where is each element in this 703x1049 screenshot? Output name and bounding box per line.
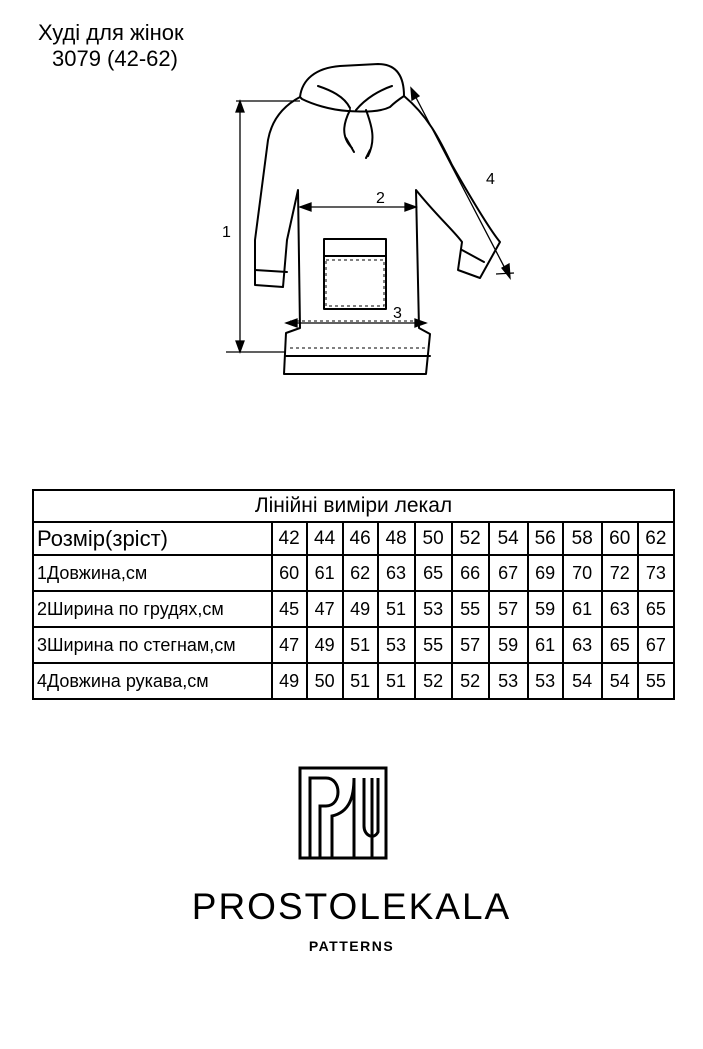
hood-outline [299, 63, 405, 113]
value-cell: 51 [341, 626, 379, 664]
value-cell: 55 [413, 626, 453, 664]
value-cell: 62 [341, 554, 379, 592]
measure-label-4: 4 [486, 171, 495, 188]
brand-tagline: PATTERNS [308, 938, 395, 954]
prostolekala-logo [298, 766, 388, 860]
size-cell: 52 [450, 521, 490, 556]
value-cell: 67 [487, 554, 529, 592]
size-cell: 46 [341, 521, 379, 556]
value-cell: 59 [526, 590, 564, 628]
brand-name: PROSTOLEKALA [191, 886, 512, 927]
hood-inner [317, 85, 393, 111]
table-caption: Лінійні виміри лекал [32, 489, 675, 523]
value-cell: 49 [270, 662, 308, 700]
value-cell: 52 [413, 662, 453, 700]
value-cell: 53 [413, 590, 453, 628]
row-label: 2Ширина по грудях,см [32, 590, 273, 628]
cuff-left [254, 269, 288, 273]
value-cell: 61 [561, 590, 603, 628]
value-cell: 52 [450, 662, 490, 700]
hoodie-sketch: 1 2 3 4 [222, 63, 515, 375]
size-cell: 50 [413, 521, 453, 556]
cuff-right [461, 249, 485, 263]
value-cell: 50 [305, 662, 344, 700]
value-cell: 53 [487, 662, 529, 700]
value-cell: 51 [341, 662, 379, 700]
value-cell: 54 [561, 662, 603, 700]
kangaroo-pocket [323, 238, 387, 310]
value-cell: 65 [413, 554, 453, 592]
body-outline [254, 95, 501, 375]
value-cell: 60 [270, 554, 308, 592]
row-label: 4Довжина рукава,см [32, 662, 273, 700]
value-cell: 51 [376, 662, 416, 700]
measure-label-3: 3 [393, 305, 402, 322]
product-title: Худі для жінок [38, 20, 184, 45]
value-cell: 67 [636, 626, 676, 664]
value-cell: 69 [526, 554, 564, 592]
value-cell: 53 [376, 626, 416, 664]
value-cell: 63 [561, 626, 603, 664]
value-cell: 45 [270, 590, 308, 628]
value-cell: 72 [600, 554, 639, 592]
size-cell: 42 [270, 521, 308, 556]
row-label: 1Довжина,см [32, 554, 273, 592]
value-cell: 65 [600, 626, 639, 664]
measure-label-1: 1 [222, 224, 231, 241]
size-cell: 48 [376, 521, 416, 556]
size-cell: 54 [487, 521, 529, 556]
value-cell: 53 [526, 662, 564, 700]
size-cell: 58 [561, 521, 603, 556]
value-cell: 59 [487, 626, 529, 664]
value-cell: 49 [305, 626, 344, 664]
size-cell: 44 [305, 521, 344, 556]
drawstring-left [343, 109, 355, 153]
value-cell: 65 [636, 590, 676, 628]
value-cell: 55 [450, 590, 490, 628]
value-cell: 54 [600, 662, 639, 700]
value-cell: 61 [526, 626, 564, 664]
value-cell: 57 [487, 590, 529, 628]
size-label: Розмір(зріст) [32, 521, 273, 556]
value-cell: 63 [600, 590, 639, 628]
value-cell: 61 [305, 554, 344, 592]
row-label: 3Ширина по стегнам,см [32, 626, 273, 664]
value-cell: 55 [636, 662, 676, 700]
value-cell: 47 [270, 626, 308, 664]
value-cell: 47 [305, 590, 344, 628]
value-cell: 66 [450, 554, 490, 592]
value-cell: 51 [376, 590, 416, 628]
value-cell: 70 [561, 554, 603, 592]
value-cell: 49 [341, 590, 379, 628]
value-cell: 57 [450, 626, 490, 664]
size-cell: 62 [636, 521, 676, 556]
title-block: Худі для жінок 3079 (42-62) [38, 20, 184, 72]
size-cell: 60 [600, 521, 639, 556]
drawstring-right [365, 109, 374, 159]
size-cell: 56 [526, 521, 564, 556]
value-cell: 73 [636, 554, 676, 592]
model-number: 3079 (42-62) [52, 46, 178, 71]
value-cell: 63 [376, 554, 416, 592]
measure-label-2: 2 [376, 190, 385, 207]
